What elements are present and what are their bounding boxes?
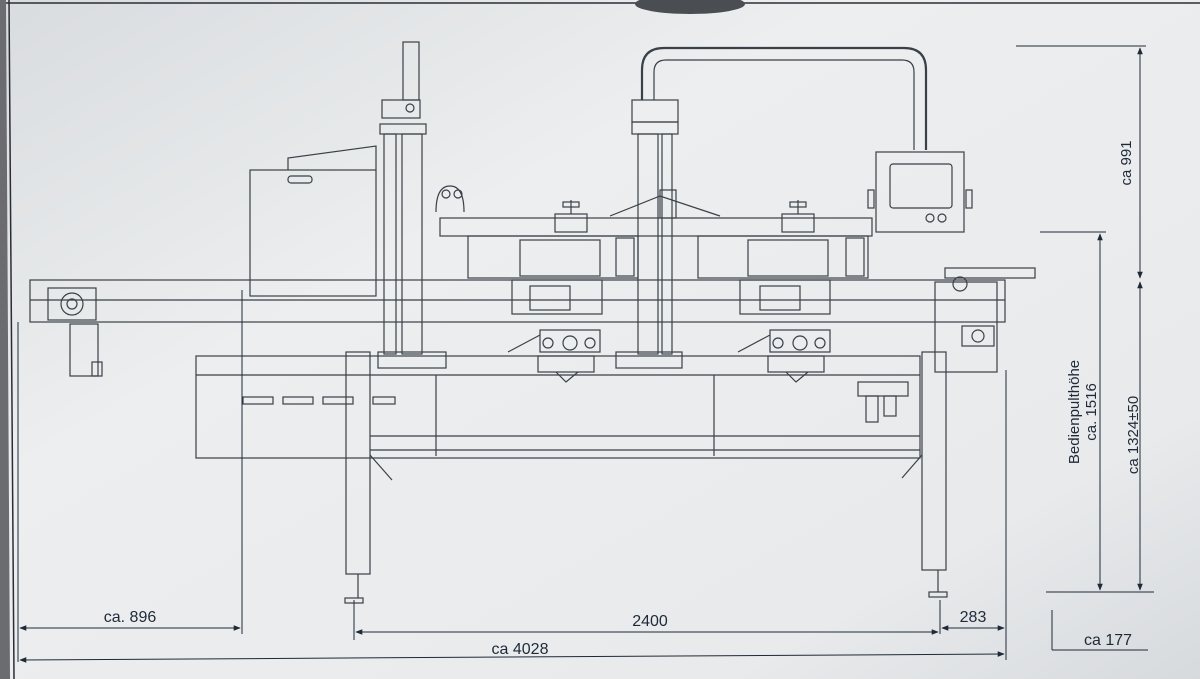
motor-drop-bracket xyxy=(69,323,99,377)
conveyor-motor-box xyxy=(47,287,97,321)
dim-leg-spacing: 2400 xyxy=(632,613,668,630)
dim-conveyor-extension: ca 177 xyxy=(1084,632,1132,649)
dim-right-overhang: 283 xyxy=(960,609,987,626)
left-leg xyxy=(344,351,393,604)
operator-panel xyxy=(867,151,973,233)
pneumatic-unit xyxy=(857,381,909,423)
label-head-2 xyxy=(697,200,869,383)
dim-operator-panel-label: Bedienpulthöhe xyxy=(1066,360,1083,464)
dim-infeed-length: ca. 896 xyxy=(104,609,157,626)
shadow-corner xyxy=(635,0,745,14)
outfeed-conveyor xyxy=(944,267,1036,279)
dim-total-length: ca 4028 xyxy=(492,641,549,658)
dim-column-height: ca 991 xyxy=(1118,140,1135,185)
label-station-beam xyxy=(439,217,873,237)
page-border-left xyxy=(8,0,15,679)
labeling-machine xyxy=(29,41,1036,604)
label-head-1 xyxy=(467,200,639,383)
dim-operator-panel-height: ca. 1516 xyxy=(1083,383,1100,441)
frame-slots xyxy=(242,396,396,405)
dim-table-height: ca 1324±50 xyxy=(1125,396,1142,474)
dimension-lines xyxy=(17,45,1154,663)
right-leg xyxy=(901,351,948,598)
paper-sheet xyxy=(6,0,1200,679)
motor-pulley-icon xyxy=(60,292,84,316)
left-column xyxy=(377,41,447,369)
center-column xyxy=(609,46,928,369)
left-cover xyxy=(249,169,377,297)
